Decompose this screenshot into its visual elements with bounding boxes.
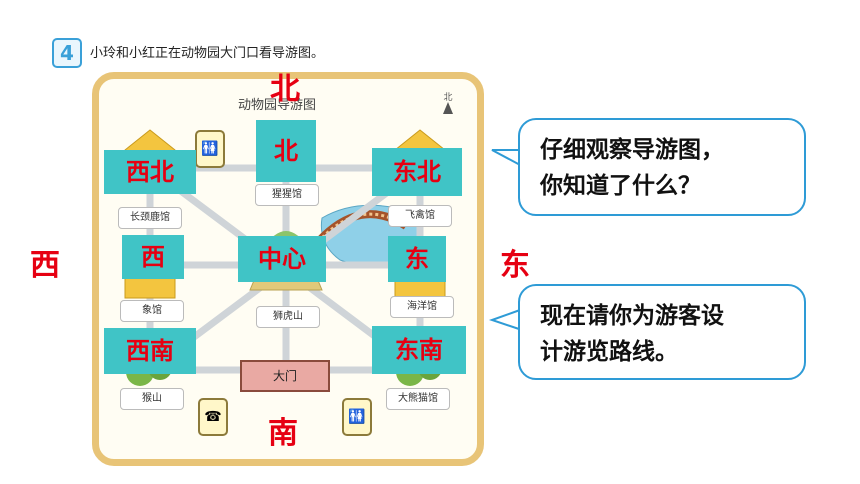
restroom-icon: 🚻 <box>195 130 225 168</box>
label-northwest: 西北 <box>104 150 196 194</box>
label-east: 东 <box>388 236 446 282</box>
compass-south: 南 <box>268 416 298 451</box>
phone-icon: ☎ <box>198 398 228 436</box>
place-gate: 大门 <box>240 360 330 392</box>
place-orangutan: 猩猩馆 <box>255 184 319 206</box>
restroom-icon-south: 🚻 <box>342 398 372 436</box>
speech-bubble-top: 仔细观察导游图， 你知道了什么？ <box>518 118 806 216</box>
label-southwest: 西南 <box>104 328 196 374</box>
bubble-bottom-line2: 计游览路线。 <box>540 339 678 365</box>
bubble-bottom-line1: 现在请你为游客设 <box>540 303 724 329</box>
question-number: 4 <box>52 38 82 68</box>
question-prompt: 小玲和小红正在动物园大门口看导游图。 <box>90 46 325 61</box>
place-monkey: 猴山 <box>120 388 184 410</box>
label-northeast: 东北 <box>372 148 462 196</box>
compass-west: 西 <box>30 248 60 283</box>
compass-east: 东 <box>500 248 530 283</box>
place-panda: 大熊猫馆 <box>386 388 450 410</box>
map-north-marker: 北 <box>443 93 453 103</box>
north-arrow-icon <box>443 102 453 114</box>
bubble-top-line2: 你知道了什么？ <box>540 173 701 199</box>
label-southeast: 东南 <box>372 326 466 374</box>
label-west: 西 <box>122 235 184 279</box>
speech-bubble-bottom: 现在请你为游客设 计游览路线。 <box>518 284 806 380</box>
place-lion: 狮虎山 <box>256 306 320 328</box>
place-elephant: 象馆 <box>120 300 184 322</box>
place-bird: 飞禽馆 <box>388 205 452 227</box>
label-north: 北 <box>256 120 316 182</box>
place-giraffe: 长颈鹿馆 <box>118 207 182 229</box>
compass-north: 北 <box>270 72 300 107</box>
map-title: 动物园导游图 <box>238 98 317 113</box>
place-ocean: 海洋馆 <box>390 296 454 318</box>
bubble-top-line1: 仔细观察导游图， <box>540 137 724 163</box>
label-center: 中心 <box>238 236 326 282</box>
